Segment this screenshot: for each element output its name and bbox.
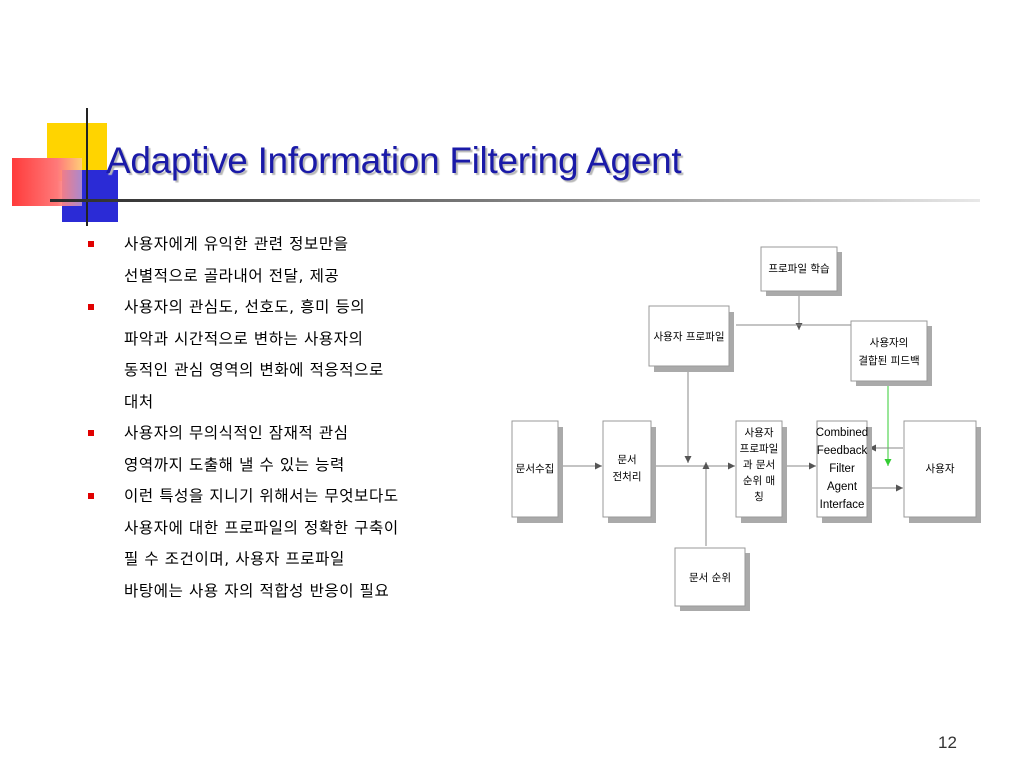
bullet-line: 파악과 시간적으로 변하는 사용자의: [124, 329, 364, 348]
box-label: Agent: [827, 481, 858, 493]
bullet-line: 동적인 관심 영역의 변화에 적응적으로: [124, 361, 384, 379]
box-label: 사용자의: [870, 337, 909, 349]
box-label: 과 문서: [743, 459, 775, 471]
box-doc-rank: 문서 순위: [674, 547, 750, 611]
box-label: 사용자: [745, 427, 774, 439]
bullet-square-icon: [88, 304, 94, 310]
bullet-line: 사용자의 관심도, 선호도, 흥미 등의: [124, 298, 366, 316]
bullet-square-icon: [88, 241, 94, 247]
box-label: 칭: [754, 491, 764, 503]
box-profile-learning: 프로파일 학습: [760, 246, 842, 296]
box-label: 결합된 피드백: [858, 355, 919, 367]
box-combined-feedback: 사용자의 결합된 피드백: [850, 320, 932, 386]
box-profile-match: 사용자 프로파일 과 문서 순위 매 칭: [735, 420, 787, 523]
box-label: 문서수집: [516, 463, 555, 475]
bullet-line: 대처: [124, 392, 154, 411]
bullet-item: 사용자에게 유익한 관련 정보만을 선별적으로 골라내어 전달, 제공: [86, 232, 506, 295]
bullet-line: 사용자에게 유익한 관련 정보만을: [124, 235, 349, 253]
bullet-square-icon: [88, 430, 94, 436]
bullet-item: 사용자의 무의식적인 잠재적 관심 영역까지 도출해 낼 수 있는 능력: [86, 421, 506, 484]
box-label: Interface: [820, 499, 865, 511]
deco-vertical-line: [86, 108, 88, 226]
bullet-line: 이런 특성을 지니기 위해서는 무엇보다도: [124, 487, 399, 505]
bullet-square-icon: [88, 493, 94, 499]
deco-red-square: [12, 158, 82, 206]
box-user-profile: 사용자 프로파일: [648, 305, 734, 372]
slide-title: Adaptive Information Filtering Agent: [106, 140, 682, 181]
box-label: Filter: [829, 463, 855, 475]
box-user: 사용자: [903, 420, 981, 523]
box-label: 사용자 프로파일: [654, 330, 725, 343]
box-filter-agent: Combined Feedback Filter Agent Interface: [816, 420, 872, 523]
box-label: 문서 순위: [689, 571, 731, 584]
bullet-item: 이런 특성을 지니기 위해서는 무엇보다도 사용자에 대한 프로파일의 정확한 …: [86, 484, 506, 610]
bullet-item: 사용자의 관심도, 선호도, 흥미 등의 파악과 시간적으로 변하는 사용자의 …: [86, 295, 506, 421]
box-doc-collect: 문서수집: [511, 420, 563, 523]
bullet-list: 사용자에게 유익한 관련 정보만을 선별적으로 골라내어 전달, 제공 사용자의…: [86, 232, 506, 610]
bullet-line: 선별적으로 골라내어 전달, 제공: [124, 266, 340, 285]
bullet-line: 필 수 조건이며, 사용자 프로파일: [124, 550, 345, 568]
bullet-line: 영역까지 도출해 낼 수 있는 능력: [124, 455, 345, 474]
box-label: 문서: [617, 454, 636, 466]
box-label: Combined: [816, 427, 868, 439]
box-label: 전처리: [613, 471, 642, 483]
title-divider: [50, 199, 980, 202]
box-label: 프로파일: [740, 442, 779, 455]
bullet-line: 사용자의 무의식적인 잠재적 관심: [124, 424, 349, 442]
bullet-line: 바탕에는 사용 자의 적합성 반응이 필요: [124, 581, 390, 600]
bullet-line: 사용자에 대한 프로파일의 정확한 구축이: [124, 518, 399, 537]
box-doc-preprocess: 문서 전처리: [602, 420, 656, 523]
diagram-connectors: [557, 295, 903, 546]
box-label: 프로파일 학습: [768, 262, 830, 275]
box-label: 사용자: [926, 463, 955, 475]
box-label: 순위 매: [743, 474, 775, 487]
page-number: 12: [938, 733, 957, 752]
box-label: Feedback: [817, 445, 868, 457]
